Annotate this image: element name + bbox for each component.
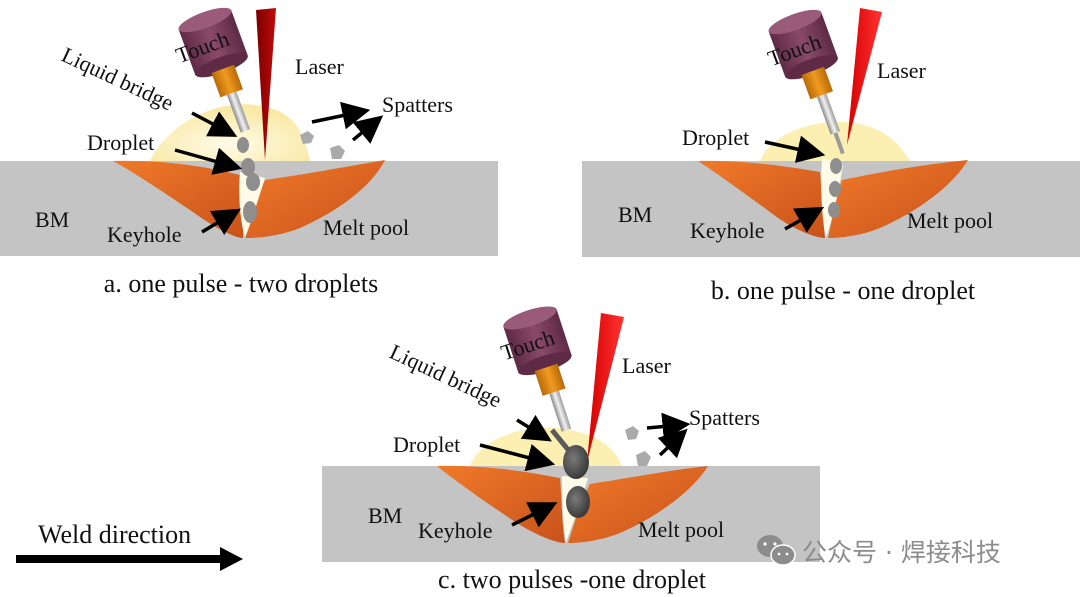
bm-label: BM [618, 202, 652, 227]
melt-pool-label: Melt pool [323, 215, 409, 240]
laser-beam [847, 8, 882, 145]
liquid-bridge-arrow [191, 111, 238, 137]
weld-direction: Weld direction [16, 520, 243, 571]
bm-label: BM [368, 503, 402, 528]
droplets [828, 158, 842, 218]
weld-direction-arrow-head [220, 547, 243, 571]
droplet-label: Droplet [87, 130, 154, 155]
droplet-label: Droplet [682, 125, 749, 150]
keyhole-label: Keyhole [418, 518, 493, 543]
spatters [300, 131, 345, 159]
weld-direction-label: Weld direction [38, 520, 191, 549]
arc-glow [150, 104, 310, 161]
liquid-bridge-arrow [516, 414, 552, 442]
wechat-icon [757, 535, 796, 566]
weld-direction-arrow-shaft [16, 555, 221, 563]
keyhole-arrow [511, 502, 558, 528]
keyhole-label: Keyhole [690, 218, 765, 243]
caption-b: b. one pulse - one droplet [711, 276, 976, 305]
liquid-bridge [550, 428, 572, 454]
melt-pool-label: Melt pool [907, 208, 993, 233]
watermark-text: 公众号 · 焊接科技 [802, 538, 1001, 567]
liquid-bridge-label: Liquid bridge [386, 339, 506, 413]
laser-label: Laser [622, 353, 672, 378]
melt-pool-right [568, 466, 708, 543]
caption-a: a. one pulse - two droplets [104, 269, 378, 298]
droplet-arrow [764, 135, 826, 163]
melt-pool-right [828, 160, 968, 238]
laser-beam [256, 8, 276, 160]
melt-pool-label: Melt pool [638, 517, 724, 542]
panel-a: Touch Laser Spatters Liquid bridge Dropl… [0, 7, 498, 298]
keyhole [821, 158, 843, 238]
keyhole-arrow [784, 206, 825, 233]
laser-label: Laser [295, 54, 345, 79]
droplets [563, 445, 590, 518]
spatter-arrow [351, 115, 384, 144]
keyhole-label: Keyhole [107, 222, 182, 247]
spatter-arrow [646, 412, 691, 441]
spatter-arrow [657, 428, 688, 459]
watermark: 公众号 · 焊接科技 [757, 535, 1001, 567]
torch [503, 306, 572, 432]
laser-label: Laser [877, 58, 927, 83]
droplet-arrow [479, 443, 556, 472]
spatters-label: Spatters [689, 405, 760, 430]
melt-pool-right [245, 160, 385, 238]
torch [178, 7, 251, 133]
spatters [625, 426, 651, 466]
panel-c: Touch Laser Spatters Liquid bridge Dropl… [322, 306, 820, 594]
droplet-arrow [174, 147, 243, 175]
torch [768, 9, 845, 155]
spatter-arrow [311, 101, 371, 130]
spatters-label: Spatters [382, 92, 453, 117]
keyhole-arrow [201, 208, 242, 236]
laser-beam [587, 313, 624, 462]
liquid-bridge-label: Liquid bridge [58, 42, 178, 116]
droplets [237, 137, 260, 223]
panel-b: Touch Laser Droplet BM Keyhole Melt pool… [582, 8, 1080, 305]
bm-label: BM [35, 207, 69, 232]
caption-c: c. two pulses -one droplet [438, 565, 707, 594]
droplet-label: Droplet [393, 432, 460, 457]
